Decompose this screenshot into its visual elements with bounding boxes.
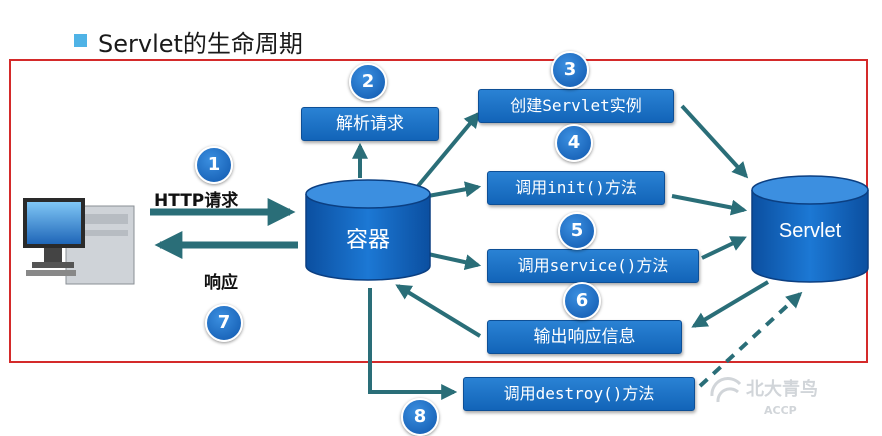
parse-request-box: 解析请求	[301, 107, 439, 141]
service-to-servlet-arrow	[701, 236, 747, 260]
title-bullet	[74, 34, 87, 47]
step-badge-1: 1	[195, 146, 233, 184]
response-label: 响应	[204, 273, 238, 293]
step-badge-8: 8	[401, 398, 439, 436]
step-badge-7: 7	[205, 304, 243, 342]
to-init-arrow	[427, 181, 482, 198]
create-servlet-box: 创建Servlet实例	[478, 89, 674, 123]
container-cylinder	[305, 179, 431, 281]
init-to-servlet-arrow	[671, 194, 748, 216]
destroy-to-servlet-arrow	[698, 291, 803, 388]
output-response-box: 输出响应信息	[487, 320, 682, 354]
svg-text:ACCP: ACCP	[764, 404, 797, 417]
service-method-box: 调用service()方法	[487, 249, 699, 283]
step-badge-6: 6	[563, 282, 601, 320]
servlet-label: Servlet	[778, 220, 842, 242]
output-to-container-arrow	[395, 284, 482, 338]
http-request-label: HTTP请求	[154, 191, 239, 211]
lifecycle-diagram: 北大青鸟 ACCP	[23, 104, 869, 417]
accp-logo: 北大青鸟 ACCP	[710, 377, 818, 417]
servlet-to-output-arrow	[691, 280, 770, 328]
container-label: 容器	[345, 228, 390, 253]
step-badge-3: 3	[551, 51, 589, 89]
computer-icon	[23, 198, 135, 285]
servlet-cylinder	[751, 175, 869, 283]
destroy-method-box: 调用destroy()方法	[463, 377, 695, 411]
watermark-text: 北大青鸟	[746, 378, 818, 400]
to-destroy-arrow	[368, 288, 458, 400]
step-badge-2: 2	[349, 63, 387, 101]
to-create-arrow	[416, 111, 481, 188]
step-badge-5: 5	[558, 212, 596, 250]
to-service-arrow	[427, 252, 482, 271]
init-method-box: 调用init()方法	[487, 171, 665, 205]
slide-title: Servlet的生命周期	[98, 30, 303, 58]
step-badge-4: 4	[555, 124, 593, 162]
create-to-servlet-arrow	[680, 104, 749, 179]
